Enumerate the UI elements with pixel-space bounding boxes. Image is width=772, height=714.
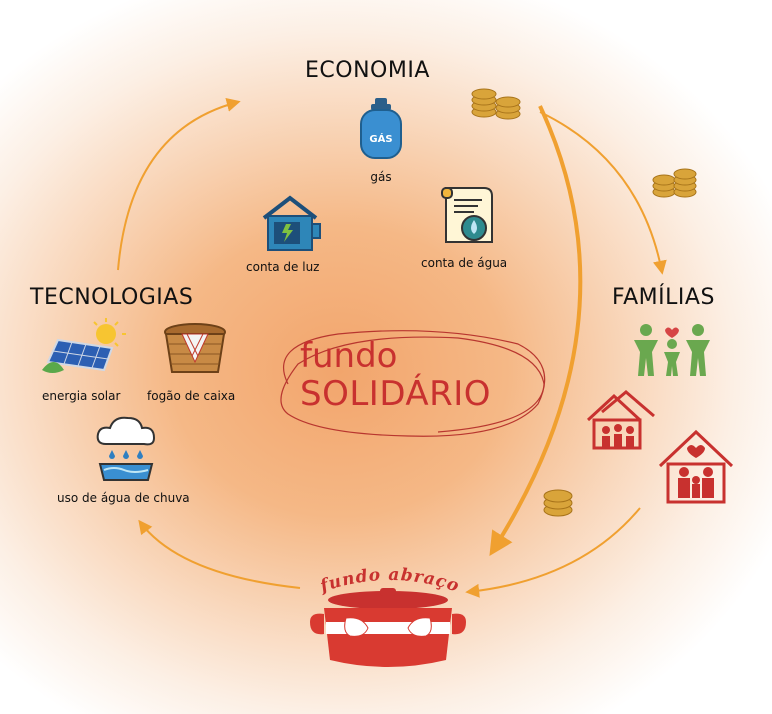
chuva-label: uso de água de chuva (57, 491, 190, 505)
home-family-heart-icon (658, 429, 734, 504)
coins-icon (652, 168, 697, 198)
coins-icon (543, 489, 573, 517)
arrow-tecnologias-to-economia (117, 98, 241, 271)
water-bill-icon (441, 187, 493, 243)
center-scribble-icon (280, 330, 546, 437)
basket-cooker-icon (164, 323, 226, 373)
gas-label: gás (370, 170, 392, 184)
gas-tank-label: GÁS (369, 132, 392, 145)
luz-label: conta de luz (246, 260, 320, 274)
family-people-icon (634, 324, 710, 376)
arrow-economia-to-fundo (489, 105, 583, 557)
cooking-pot-hug-icon (310, 588, 466, 667)
rain-water-icon (96, 416, 156, 481)
gas-tank-icon: GÁS (360, 98, 402, 159)
coins-icon (471, 88, 521, 120)
center-title-line2: SOLIDÁRIO (300, 374, 492, 414)
section-title-familias: FAMÍLIAS (612, 285, 715, 310)
family-house-icon (586, 390, 655, 450)
arrow-economia-to-familias (539, 111, 667, 275)
electricity-meter-icon (262, 195, 321, 251)
fogao-label: fogão de caixa (147, 389, 236, 403)
center-title-line1: fundo (300, 336, 398, 376)
arrow-familias-to-fundo (465, 507, 641, 598)
solar-label: energia solar (42, 389, 121, 403)
arrow-fundo-to-tecnologias (138, 519, 301, 589)
solar-panel-icon (42, 318, 126, 373)
section-title-economia: ECONOMIA (305, 58, 430, 83)
agua-label: conta de água (421, 256, 508, 270)
section-title-tecnologias: TECNOLOGIAS (30, 285, 194, 310)
